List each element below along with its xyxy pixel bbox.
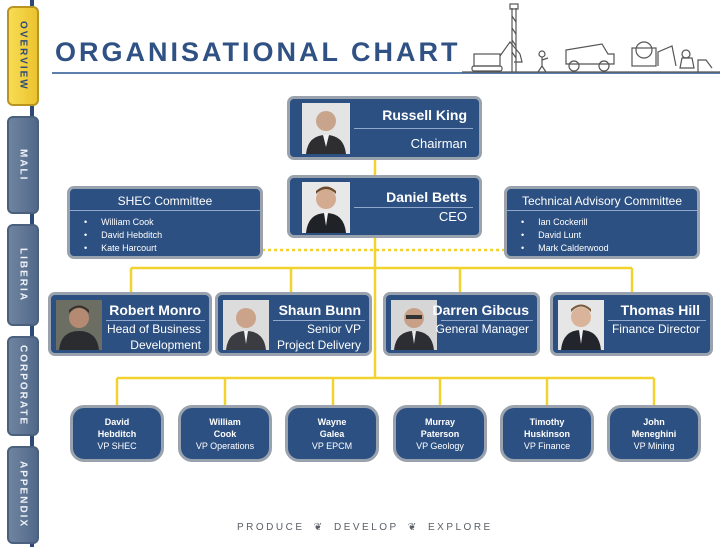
vp-first-name: David xyxy=(104,417,130,427)
executive-role: Project Delivery xyxy=(276,338,361,352)
footer-word: PRODUCE xyxy=(237,522,305,533)
shec-committee-divider xyxy=(70,210,260,211)
vp-last-name: Cook xyxy=(213,429,237,439)
technical-member: Ian Cockerill xyxy=(521,216,609,229)
vp-first-name: Wayne xyxy=(317,417,347,427)
shec-committee-members: William Cook David Hebditch Kate Harcour… xyxy=(84,216,162,255)
executive-photo xyxy=(223,300,269,350)
technical-member: Mark Calderwood xyxy=(521,242,609,255)
executive-box-gibcus: Darren Gibcus General Manager xyxy=(383,292,540,356)
chairman-box: Russell King Chairman xyxy=(287,96,482,160)
shec-member: William Cook xyxy=(84,216,162,229)
title-underline xyxy=(52,72,720,74)
chairman-divider xyxy=(354,128,473,129)
vp-box-finance: Timothy Huskinson VP Finance xyxy=(500,405,594,462)
shec-member: Kate Harcourt xyxy=(84,242,162,255)
shec-member: David Hebditch xyxy=(84,229,162,242)
footer-tagline: PRODUCE ❦ DEVELOP ❦ EXPLORE xyxy=(237,522,490,533)
ceo-photo xyxy=(302,182,350,233)
ceo-divider xyxy=(354,207,473,208)
mining-equipment-illustration xyxy=(462,3,720,73)
vp-box-mining: John Meneghini VP Mining xyxy=(607,405,701,462)
vp-role: VP SHEC xyxy=(97,441,137,451)
tab-appendix-label: APPENDIX xyxy=(17,461,29,529)
executive-divider xyxy=(273,320,365,321)
technical-committee-title: Technical Advisory Committee xyxy=(521,194,683,208)
executive-photo xyxy=(56,300,102,350)
tab-liberia[interactable]: LIBERIA xyxy=(7,224,39,326)
vp-last-name: Paterson xyxy=(420,429,460,439)
ceo-role: CEO xyxy=(438,209,467,224)
vp-first-name: Timothy xyxy=(529,417,565,427)
vp-role: VP Mining xyxy=(633,441,675,451)
vp-role: VP EPCM xyxy=(311,441,353,451)
leaf-icon: ❦ xyxy=(407,522,419,533)
tab-overview-label: OVERVIEW xyxy=(17,21,29,91)
tab-appendix[interactable]: APPENDIX xyxy=(7,446,39,544)
vp-role: VP Operations xyxy=(195,441,255,451)
vp-box-epcm: Wayne Galea VP EPCM xyxy=(285,405,379,462)
ceo-name: Daniel Betts xyxy=(386,189,467,205)
vp-role: VP Geology xyxy=(416,441,464,451)
executive-name: Robert Monro xyxy=(109,302,201,318)
footer-word: EXPLORE xyxy=(427,522,493,533)
chairman-role: Chairman xyxy=(410,136,467,151)
tab-overview[interactable]: OVERVIEW xyxy=(7,6,39,106)
chairman-name: Russell King xyxy=(382,107,467,123)
technical-member: David Lunt xyxy=(521,229,609,242)
tab-liberia-label: LIBERIA xyxy=(17,248,29,302)
executive-name: Shaun Bunn xyxy=(278,302,361,318)
executive-role: Finance Director xyxy=(611,322,700,336)
ceo-box: Daniel Betts CEO xyxy=(287,175,482,238)
page-title: ORGANISATIONAL CHART xyxy=(55,37,461,67)
executive-role: Development xyxy=(130,338,201,352)
executive-divider xyxy=(106,320,205,321)
technical-committee-members: Ian Cockerill David Lunt Mark Calderwood xyxy=(521,216,609,255)
tab-mali[interactable]: MALI xyxy=(7,116,39,214)
shec-committee-title: SHEC Committee xyxy=(117,194,213,208)
executive-name: Thomas Hill xyxy=(620,302,700,318)
vp-last-name: Meneghini xyxy=(631,429,677,439)
executive-role: General Manager xyxy=(435,322,529,336)
executive-photo xyxy=(558,300,604,350)
executive-role: Head of Business xyxy=(106,322,201,336)
vp-last-name: Hebditch xyxy=(97,429,137,439)
vp-box-geology: Murray Paterson VP Geology xyxy=(393,405,487,462)
vp-last-name: Huskinson xyxy=(523,429,570,439)
executive-divider xyxy=(608,320,706,321)
tab-corporate[interactable]: CORPORATE xyxy=(7,336,39,436)
vp-first-name: Murray xyxy=(424,417,455,427)
executive-role: Senior VP xyxy=(306,322,361,336)
footer-word: DEVELOP xyxy=(333,522,399,533)
technical-committee-box: Technical Advisory Committee Ian Cockeri… xyxy=(504,186,700,259)
executive-box-hill: Thomas Hill Finance Director xyxy=(550,292,713,356)
vp-first-name: William xyxy=(209,417,241,427)
tab-mali-label: MALI xyxy=(17,148,29,182)
vp-role: VP Finance xyxy=(523,441,571,451)
section-nav: OVERVIEW MALI LIBERIA CORPORATE APPENDIX xyxy=(0,0,40,547)
executive-box-monro: Robert Monro Head of Business Developmen… xyxy=(48,292,212,356)
executive-divider xyxy=(441,320,533,321)
vp-box-operations: William Cook VP Operations xyxy=(178,405,272,462)
tab-corporate-label: CORPORATE xyxy=(17,345,29,427)
executive-name: Darren Gibcus xyxy=(432,302,529,318)
chairman-photo xyxy=(302,103,350,154)
vp-first-name: John xyxy=(643,417,665,427)
vp-last-name: Galea xyxy=(319,429,345,439)
technical-committee-divider xyxy=(507,210,697,211)
vp-box-shec: David Hebditch VP SHEC xyxy=(70,405,164,462)
executive-photo xyxy=(391,300,437,350)
shec-committee-box: SHEC Committee William Cook David Hebdit… xyxy=(67,186,263,259)
executive-box-bunn: Shaun Bunn Senior VP Project Delivery xyxy=(215,292,372,356)
leaf-icon: ❦ xyxy=(313,522,325,533)
